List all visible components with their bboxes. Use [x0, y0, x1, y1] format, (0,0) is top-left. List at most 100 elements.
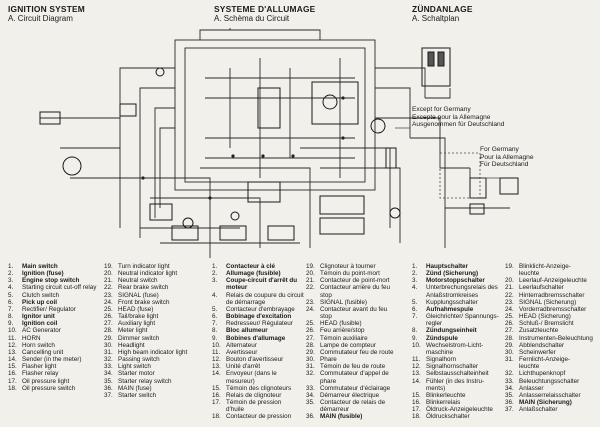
legend-item-label: Aufnahmespule: [426, 305, 474, 313]
legend-item-number: 20.: [104, 270, 113, 278]
legend-item-label: Unité d'arrêt: [226, 363, 261, 371]
legend-item: 15.Blinkerleuchte: [412, 392, 499, 399]
legend-item: ments): [412, 385, 499, 392]
legend-item: 5.Clutch switch: [8, 292, 96, 299]
legend-item-label: Turn indicator light: [118, 263, 170, 270]
legend-item: leuchte: [505, 363, 593, 370]
legend-item-number: 4.: [8, 284, 14, 292]
legend-item-number: 25.: [505, 313, 514, 321]
legend-item: 17.Öldruck-Anzeigeleuchte: [412, 406, 499, 413]
section-title-de: ZÜNDANLAGE: [412, 4, 473, 14]
legend-item-label: Starter switch: [118, 391, 157, 399]
legend-item-label: High beam indicator light: [118, 348, 188, 356]
legend-item-label: Leerlaufschalter: [519, 284, 564, 292]
legend-item: 5.Kupplungsschalter: [412, 299, 499, 306]
legend-item: 24.Vorderradbremsschalter: [505, 306, 593, 313]
legend-item-number: 18.: [212, 413, 221, 421]
legend-item: 31.Fernlicht-Anzeige-: [505, 356, 593, 363]
legend-item: 25.HEAD (fusible): [306, 320, 394, 327]
legend-item-label: Commutateur d'appel de: [320, 370, 389, 378]
legend-item: 17.Oil pressure light: [8, 378, 96, 385]
legend-item-label: Headlight: [118, 341, 145, 349]
legend-item-label: HORN: [22, 334, 41, 342]
legend-item-number: 7.: [8, 305, 14, 313]
note-line: For Germany: [480, 146, 519, 153]
legend-item: 30.Scheinwerfer: [505, 349, 593, 356]
legend-item-label: Bobines d'allumage: [226, 334, 286, 342]
legend-item-number: 5.: [8, 291, 14, 299]
legend-item-number: 24.: [104, 298, 113, 306]
legend-item: 9.Ignition coil: [8, 320, 96, 327]
legend-item-number: 1.: [412, 263, 418, 270]
legend-item-number: 3.: [8, 277, 14, 285]
circuit-diagram: [39, 28, 519, 258]
legend-item-number: 24.: [505, 305, 514, 313]
legend-item-number: 2.: [212, 270, 218, 278]
legend-item: 22.Contacteur arrière du feu: [306, 284, 394, 291]
legend-item-label: Ignitor unit: [22, 313, 55, 321]
legend-item: 11.Signalhorn: [412, 356, 499, 363]
legend-item-label: Leerlauf-Anzeigeleuchte: [519, 277, 587, 285]
legend-item-label: Hauptschalter: [426, 263, 468, 270]
legend-item-label: Alternateur: [226, 341, 257, 349]
legend-item-label: phare: [320, 377, 337, 385]
legend-item: 8.Ignitor unit: [8, 313, 96, 320]
legend-item: 9.Bobines d'allumage: [212, 335, 304, 342]
legend-item-number: 7.: [212, 320, 218, 328]
legend-item-label: Abblendschalter: [519, 341, 565, 349]
legend-item-label: Zündungseinheit: [426, 327, 477, 335]
legend-item: 14.Sender (in the meter): [8, 356, 96, 363]
legend-item-number: 24.: [306, 305, 315, 313]
legend-item-number: 10.: [212, 341, 221, 349]
legend-item-number: 37.: [104, 391, 113, 399]
legend-item-label: Anlasserrelaisschalter: [519, 391, 581, 399]
legend-item-label: Contacteur de pression: [226, 413, 292, 421]
legend-item: stop: [306, 313, 394, 320]
section-subtitle-en: A. Circuit Diagram: [8, 14, 73, 23]
legend-item-number: 11.: [412, 356, 421, 364]
legend-item-number: 20.: [505, 277, 514, 285]
legend-item: 7.Redresseur/ Régulateur: [212, 320, 304, 327]
legend-item-label: Bobinage d'excitation: [226, 313, 292, 321]
legend-item-number: 31.: [306, 363, 315, 371]
legend-item: 3.Coupe-circuit d'arrêt du: [212, 277, 304, 284]
legend-item: 4.Relais de coupure du circuit: [212, 292, 304, 299]
legend-item: 20. Leerlauf-Anzeigeleuchte: [505, 277, 593, 284]
legend-item-label: Lampe de compteur: [320, 341, 377, 349]
legend-item: 36.MAIN (fuse): [104, 385, 187, 392]
legend-item-label: Allumage (fusible): [226, 270, 281, 278]
legend-item-number: 29.: [104, 334, 113, 342]
legend-item-number: 19.: [505, 263, 514, 270]
legend-item-number: 19.: [306, 263, 315, 270]
legend-item-label: Unterbrechungsrelais des: [426, 284, 498, 292]
legend-item-number: 34.: [104, 370, 113, 378]
legend-item-label: Oil pressure switch: [22, 384, 76, 392]
legend-item: 26.Feu arrière/stop: [306, 327, 394, 334]
legend-item-number: 2.: [412, 270, 418, 278]
legend-item: 24.Contacteur avant du feu: [306, 306, 394, 313]
legend-item-label: de démarrage: [226, 298, 266, 306]
legend-item-label: Témoin de feu de route: [320, 363, 386, 371]
legend-item-label: Commutateur feu de route: [320, 348, 394, 356]
legend-item-number: 20.: [306, 270, 315, 278]
legend-item-label: Dimmer switch: [118, 334, 160, 342]
legend-item-label: Blinkerleuchte: [426, 391, 466, 399]
legend-item-label: Envoyeur (dans le: [226, 370, 277, 378]
legend-item: 13.Unité d'arrêt: [212, 363, 304, 370]
legend-item-number: 35.: [505, 391, 514, 399]
legend-item-number: 5.: [212, 305, 218, 313]
legend-item: 7.Rectifier/ Regulator: [8, 306, 96, 313]
legend-item-number: 35.: [306, 398, 315, 406]
legend-item: 34.Démarreur électrique: [306, 392, 394, 399]
note-line: Ausgenommen für Deutschland: [412, 121, 505, 129]
legend-item: 8.Zündungseinheit: [412, 327, 499, 334]
legend-item-label: Démarreur électrique: [320, 391, 380, 399]
legend-item-label: HEAD (fuse): [118, 305, 154, 313]
legend-item: 1. Hauptschalter: [412, 263, 499, 270]
legend-item-number: 12.: [8, 341, 17, 349]
legend-item-label: Fühler (in des Instru-: [426, 377, 485, 385]
legend-item-label: MAIN (fuse): [118, 384, 152, 392]
legend-item-number: 21.: [306, 277, 315, 285]
